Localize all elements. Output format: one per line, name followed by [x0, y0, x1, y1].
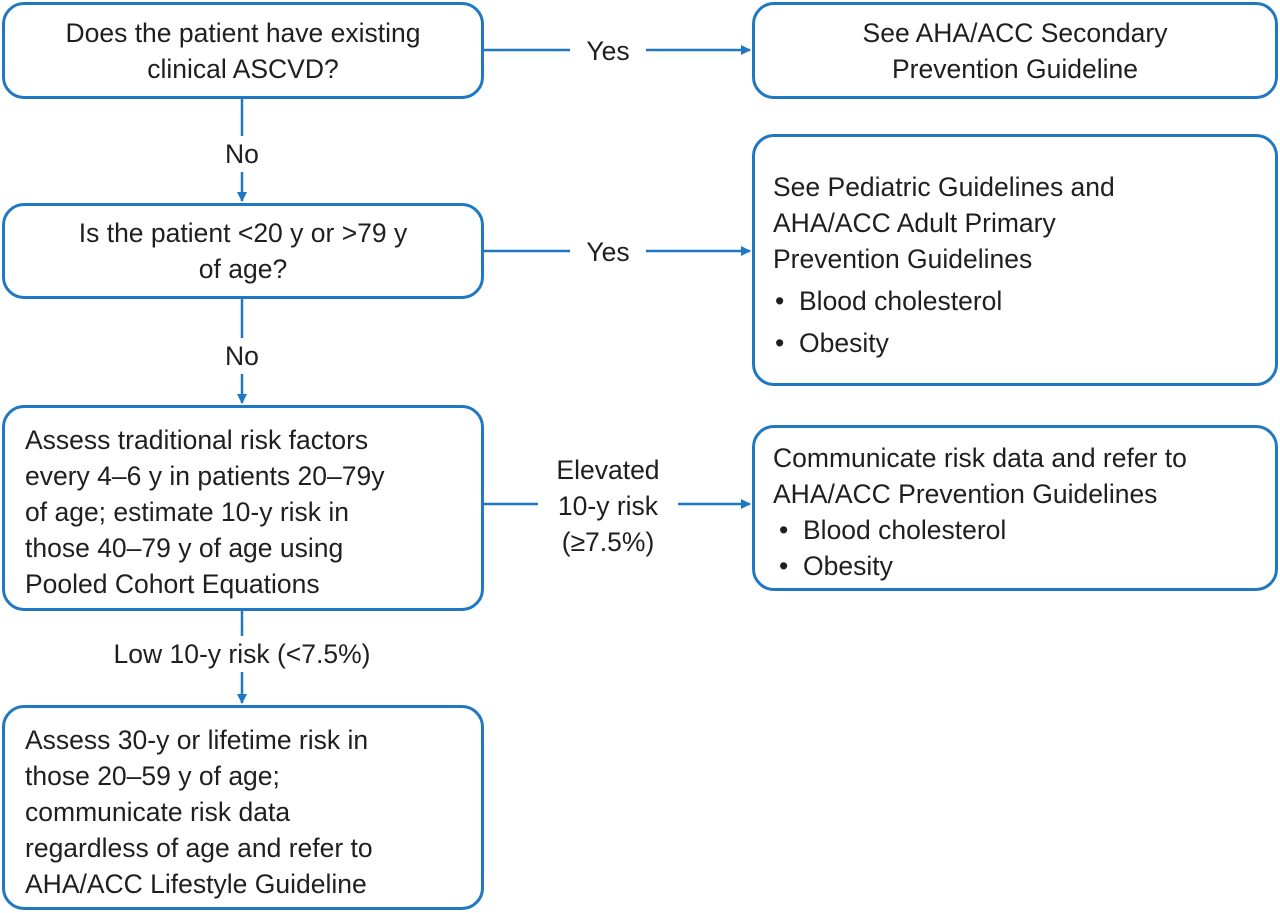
node-text-line: AHA/ACC Adult Primary — [773, 208, 1056, 238]
node-text-line: Communicate risk data and refer to — [773, 443, 1187, 473]
edge-label-elevated-line: 10-y risk — [557, 491, 659, 521]
node-text-line: AHA/ACC Lifestyle Guideline — [25, 869, 367, 899]
node-communicate-risk: Communicate risk data and refer to AHA/A… — [752, 425, 1278, 591]
node-bullet-list: Blood cholesterol Obesity — [773, 283, 1275, 361]
node-text-line: of age; estimate 10-y risk in — [25, 497, 350, 527]
node-text-line: of age? — [198, 254, 288, 284]
node-text-line: regardless of age and refer to — [25, 833, 373, 863]
node-text-line: every 4–6 y in patients 20–79y — [25, 461, 385, 491]
node-text-line: clinical ASCVD? — [147, 53, 339, 84]
node-text-line: Pooled Cohort Equations — [25, 569, 320, 599]
node-text-line: those 20–59 y of age; — [25, 761, 280, 791]
bullet-item: Obesity — [777, 548, 1275, 584]
node-text-line: See Pediatric Guidelines and — [773, 172, 1115, 202]
node-assess-risk-factors: Assess traditional risk factors every 4–… — [2, 405, 484, 611]
node-text-line: AHA/ACC Prevention Guidelines — [773, 479, 1158, 509]
node-secondary-prevention: See AHA/ACC Secondary Prevention Guideli… — [752, 2, 1278, 99]
node-bullet-list: Blood cholesterol Obesity — [773, 512, 1275, 584]
node-lifetime-risk: Assess 30-y or lifetime risk in those 20… — [2, 705, 484, 910]
edge-label-q1-yes: Yes — [570, 33, 646, 69]
node-text-line: Assess 30-y or lifetime risk in — [25, 725, 369, 755]
node-text-line: communicate risk data — [25, 797, 291, 827]
bullet-item: Blood cholesterol — [773, 283, 1275, 319]
node-text-line: Prevention Guideline — [891, 53, 1139, 84]
edge-label-elevated-line: (≥7.5%) — [561, 527, 655, 557]
bullet-item: Obesity — [773, 325, 1275, 361]
edge-label-elevated-line: Elevated — [556, 455, 660, 485]
node-q2-age: Is the patient <20 y or >79 y of age? — [2, 203, 484, 299]
node-text-line: Assess traditional risk factors — [25, 425, 369, 455]
edge-label-q2-no: No — [216, 338, 268, 374]
node-text-line: those 40–79 y of age using — [25, 533, 344, 563]
node-q1-existing-ascvd: Does the patient have existing clinical … — [2, 2, 484, 99]
node-text-line: See AHA/ACC Secondary — [862, 17, 1168, 48]
edge-label-low: Low 10-y risk (<7.5%) — [92, 636, 392, 672]
node-text-line: Prevention Guidelines — [773, 244, 1033, 274]
edge-label-q1-no: No — [216, 136, 268, 172]
node-text-line: Is the patient <20 y or >79 y — [78, 218, 408, 248]
bullet-item: Blood cholesterol — [777, 512, 1275, 548]
node-pediatric-guidelines: See Pediatric Guidelines and AHA/ACC Adu… — [752, 134, 1278, 386]
edge-label-q2-yes: Yes — [570, 234, 646, 270]
node-text-line: Does the patient have existing — [65, 17, 421, 48]
edge-label-elevated: Elevated 10-y risk (≥7.5%) — [538, 452, 678, 560]
